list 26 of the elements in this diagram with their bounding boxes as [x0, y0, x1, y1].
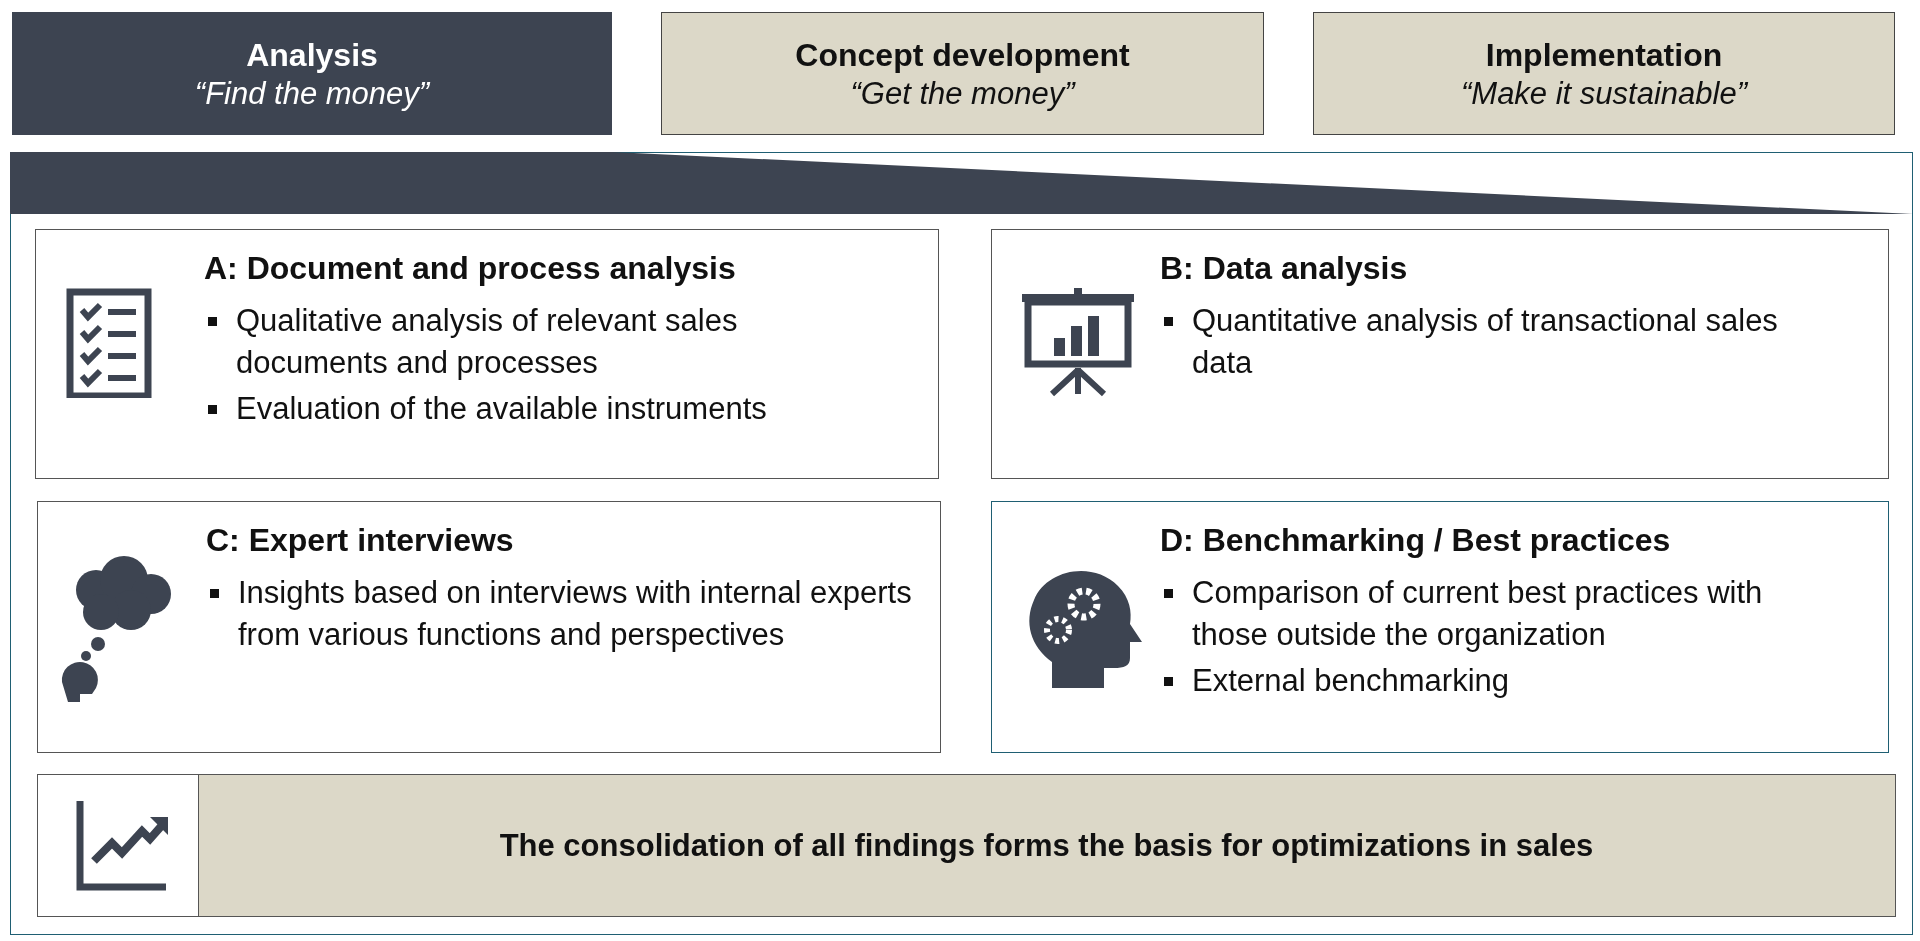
bullet-text: Evaluation of the available instruments [236, 390, 768, 428]
phase-slogan: “Make it sustainable” [1461, 74, 1747, 113]
summary-text: The consolidation of all findings forms the basis for optimizations in sales [498, 826, 1595, 865]
phase-slogan: “Get the money” [850, 74, 1075, 113]
bullet-text: External benchmarking [1192, 662, 1511, 700]
bullet-text: Comparison of current best practices with those outside the organization [1192, 574, 1764, 654]
method-card [991, 501, 1889, 753]
phase-box [12, 12, 612, 135]
method-card [991, 229, 1889, 479]
summary-bar [37, 774, 1896, 917]
phase-panel [10, 152, 1913, 935]
bullet-text: Insights based on interviews with internal experts from various functions and perspectives [238, 574, 913, 654]
card-heading: B: Data analysis [1160, 249, 1408, 288]
phase-box [1313, 12, 1895, 135]
bullet-text: Quantitative analysis of transactional sales data [1192, 302, 1779, 382]
phase-title: Analysis [246, 35, 378, 75]
phase-box [661, 12, 1264, 135]
method-card [35, 229, 939, 479]
card-heading: C: Expert interviews [206, 521, 514, 560]
card-heading: D: Benchmarking / Best practices [1160, 521, 1671, 560]
phase-title: Implementation [1485, 35, 1723, 75]
bullet-text: Qualitative analysis of relevant sales documents and processes [236, 302, 739, 382]
card-heading: A: Document and process analysis [204, 249, 736, 288]
phase-title: Concept development [795, 35, 1130, 75]
method-card [37, 501, 941, 753]
phase-slogan: “Find the money” [194, 74, 430, 113]
